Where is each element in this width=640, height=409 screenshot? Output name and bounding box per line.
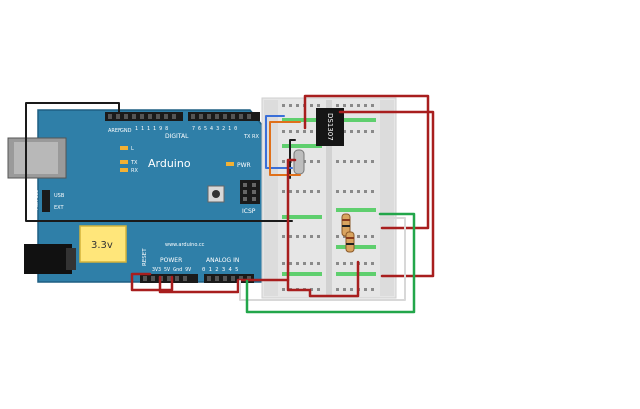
chip-label: DS1307 — [326, 113, 334, 141]
wire-green — [245, 212, 416, 314]
led-l-label: L — [131, 146, 134, 152]
analog-pin-labels: 0 1 2 3 4 5 — [202, 267, 238, 273]
led-tx — [120, 160, 128, 164]
led-rx-label: RX — [131, 168, 138, 174]
pwr-sel-label: PWR SEL — [34, 190, 40, 210]
digital-pin-numbers-left: 1 1 1 1 9 8 — [135, 126, 168, 132]
battery: 3.3v — [79, 225, 127, 263]
ext-label: EXT — [54, 205, 64, 211]
usb-connector-inner — [14, 142, 58, 174]
digital-pin-numbers-right: 7 6 5 4 3 2 1 0 — [192, 126, 237, 132]
arduino-url: www.arduino.cc — [165, 242, 205, 248]
gnd-label: GND — [120, 128, 132, 134]
power-label: POWER — [160, 257, 182, 264]
digital-label: DIGITAL — [165, 133, 189, 140]
breadboard-center-channel — [326, 100, 332, 296]
tx-header-label: TX — [243, 134, 251, 140]
battery-label: 3.3v — [91, 240, 113, 251]
analog-in-label: ANALOG IN — [206, 257, 239, 264]
wire-red-top-loop — [303, 94, 430, 230]
arduino-logo-text: Arduino — [148, 157, 191, 170]
wire-white — [239, 217, 406, 301]
reset-button-cap — [212, 190, 220, 198]
icsp-label: ICSP — [242, 208, 256, 215]
ds1307-chip: DS1307 — [316, 108, 344, 146]
wires — [25, 94, 435, 314]
wire-red-power — [130, 272, 174, 292]
rx-header-label: RX — [252, 134, 259, 140]
resistor-2 — [345, 231, 355, 253]
breadboard-rail-left — [264, 100, 278, 296]
wire-black-gnd — [25, 102, 293, 222]
arduino-board: AREF GND 1 1 1 1 9 8 DIGITAL 7 6 5 4 3 2… — [7, 109, 271, 283]
led-rx — [120, 168, 128, 172]
pwr-sel-jumper — [42, 190, 50, 212]
reset-label: RESET — [142, 248, 148, 266]
power-pin-labels: 3V3 5V Gnd 9V — [152, 267, 191, 273]
pwr-led-label: PWR — [237, 162, 251, 169]
wire-red-right-loop — [338, 110, 435, 278]
dc-jack-tip — [66, 248, 76, 270]
led-tx-label: TX — [130, 160, 138, 166]
dc-power-jack — [24, 244, 72, 274]
wire-blue — [265, 115, 293, 169]
breadboard-rail-right — [380, 100, 394, 296]
analog-header — [204, 274, 254, 283]
wire-red-lower — [286, 158, 360, 298]
aref-label: AREF — [108, 128, 121, 134]
breadboard — [261, 97, 397, 299]
led-l — [120, 146, 128, 150]
led-pwr — [226, 162, 234, 166]
chip-body — [316, 108, 344, 146]
wire-black-short — [289, 139, 296, 179]
usb-label: USB — [54, 193, 65, 199]
crystal-oscillator — [293, 149, 305, 175]
wire-red-5v — [158, 275, 290, 294]
wire-orange — [269, 121, 301, 176]
battery-body — [79, 225, 127, 263]
